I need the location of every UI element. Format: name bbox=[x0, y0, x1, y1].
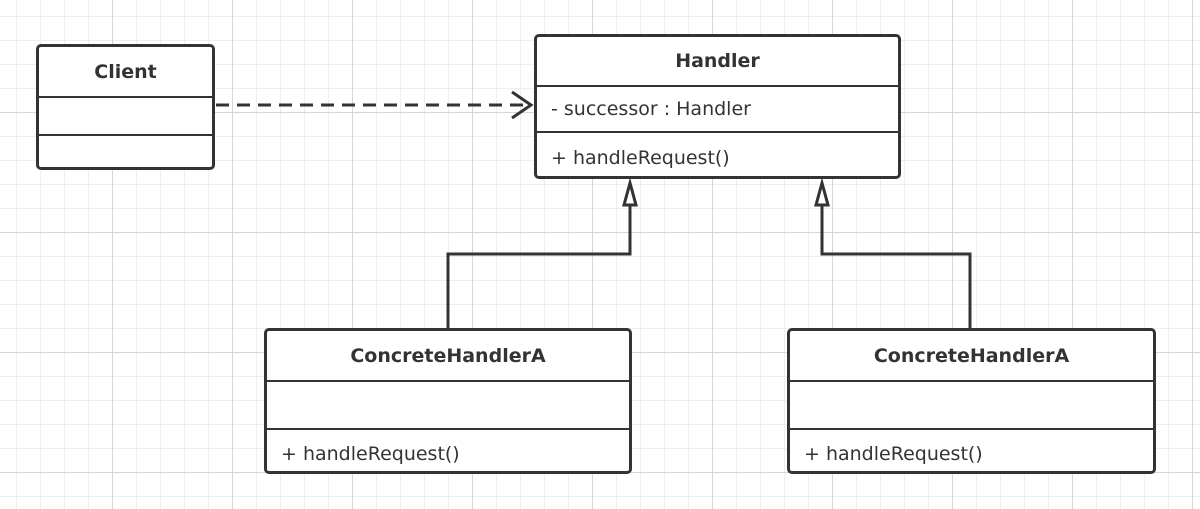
client-class-name: Client bbox=[94, 60, 157, 83]
concrete-handler-a-right-class-box[interactable]: ConcreteHandlerA + handleRequest() bbox=[787, 328, 1156, 474]
concrete-handler-a-right-attributes bbox=[790, 380, 1153, 428]
generalization-arrow-right bbox=[814, 177, 972, 328]
client-methods bbox=[39, 134, 212, 167]
dependency-arrow bbox=[216, 90, 534, 120]
concrete-handler-a-right-methods: + handleRequest() bbox=[790, 428, 1153, 471]
handler-attributes: - successor : Handler bbox=[537, 85, 898, 131]
handler-class-box[interactable]: Handler - successor : Handler + handleRe… bbox=[534, 34, 901, 179]
generalization-line-right bbox=[820, 205, 972, 328]
generalization-arrowhead-left bbox=[622, 177, 638, 207]
concrete-handler-a-left-class-name: ConcreteHandlerA bbox=[350, 344, 546, 367]
concrete-handler-a-right-class-name: ConcreteHandlerA bbox=[873, 344, 1070, 367]
client-attributes bbox=[39, 96, 212, 134]
client-class-box[interactable]: Client bbox=[36, 44, 215, 170]
concrete-handler-a-left-class-box[interactable]: ConcreteHandlerA + handleRequest() bbox=[264, 328, 632, 474]
handler-class-name: Handler bbox=[675, 50, 760, 72]
generalization-arrow-left bbox=[446, 177, 638, 328]
generalization-line-left bbox=[446, 205, 632, 328]
concrete-handler-a-left-methods: + handleRequest() bbox=[267, 428, 629, 471]
generalization-arrowhead-right bbox=[814, 177, 830, 207]
handler-methods: + handleRequest() bbox=[537, 131, 898, 176]
concrete-handler-a-left-attributes bbox=[267, 380, 629, 428]
dependency-arrowhead bbox=[511, 90, 534, 120]
